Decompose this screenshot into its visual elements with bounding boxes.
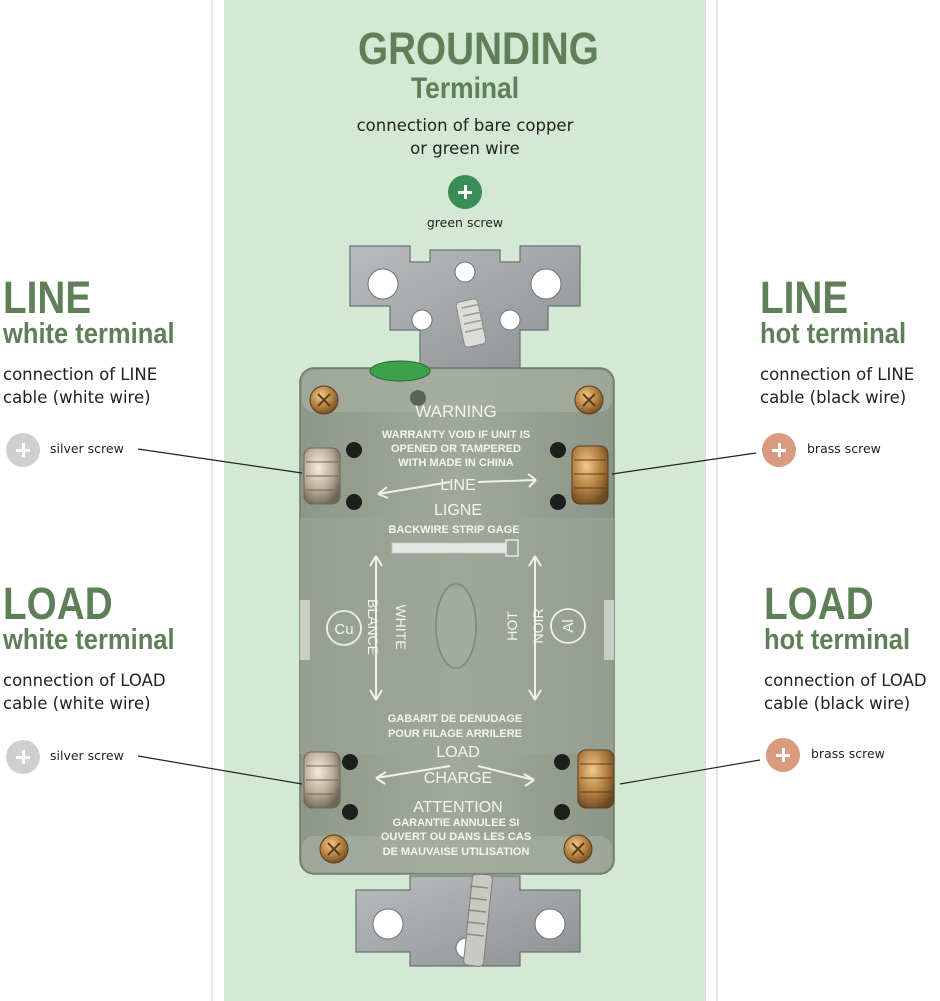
line-white-subtitle: white terminal — [3, 318, 175, 350]
line-fr-text: LIGNE — [434, 502, 482, 519]
warranty-text-2: OPENED OR TAMPERED — [391, 443, 521, 455]
grounding-description-2: or green wire — [410, 139, 520, 158]
strip-gage-text: BACKWIRE STRIP GAGE — [388, 524, 519, 536]
load-white-subtitle: white terminal — [3, 624, 175, 656]
green-screw-label: green screw — [426, 215, 504, 230]
attention-text-1: GARANTIE ANNULEE SI — [393, 817, 520, 829]
hot-text: HOT — [504, 611, 520, 641]
load-white-title: LOAD — [3, 578, 113, 629]
brass-screw-icon — [766, 738, 800, 772]
blanc-text: BLANCE — [365, 599, 381, 655]
line-hot-screw-label: brass screw — [807, 441, 881, 456]
gabarit-text-1: GABARIT DE DENUDAGE — [388, 713, 522, 725]
load-white-screw-label: silver screw — [50, 748, 124, 763]
silver-screw-icon — [6, 433, 40, 467]
line-hot-title: LINE — [760, 272, 849, 323]
left-guide-line — [211, 0, 213, 1001]
load-hot-screw-label: brass screw — [811, 746, 885, 761]
load-hot-subtitle: hot terminal — [764, 624, 911, 656]
al-text: Al — [560, 619, 577, 632]
line-hot-description-1: connection of LINE — [760, 365, 915, 384]
load-fr-text: CHARGE — [424, 770, 492, 787]
backwire-holes — [342, 442, 570, 820]
line-hot-brass-screw — [571, 445, 609, 505]
right-guide-line — [716, 0, 718, 1001]
center-slot — [435, 583, 477, 669]
attention-text-2: OUVERT OU DANS LES CAS — [381, 831, 531, 843]
noir-text: NOIR — [530, 609, 546, 644]
load-hot-brass-screw — [577, 749, 615, 809]
warranty-text-1: WARRANTY VOID IF UNIT IS — [382, 429, 530, 441]
green-screw-icon — [448, 175, 482, 209]
silver-screw-icon — [6, 740, 40, 774]
load-en-text: LOAD — [436, 744, 480, 761]
line-white-title: LINE — [3, 272, 92, 323]
load-white-silver-screw — [303, 751, 341, 809]
top-mounting-strap — [349, 245, 581, 371]
warranty-text-3: WITH MADE IN CHINA — [398, 457, 514, 469]
warning-text: WARNING — [415, 402, 497, 421]
attention-text-3: DE MAUVAISE UTILISATION — [383, 846, 530, 858]
cu-text: Cu — [334, 621, 353, 638]
green-ground-screw — [369, 360, 431, 382]
line-en-text: LINE — [440, 477, 476, 494]
load-white-description-2: cable (white wire) — [3, 694, 151, 713]
grounding-description-1: connection of bare copper — [356, 116, 574, 135]
grounding-title: GROUNDING — [358, 23, 599, 74]
al-symbol — [550, 608, 586, 644]
line-white-description-2: cable (white wire) — [3, 388, 151, 407]
cu-symbol — [326, 610, 362, 646]
load-hot-title: LOAD — [764, 578, 874, 629]
load-hot-description-2: cable (black wire) — [764, 694, 911, 713]
line-white-description-1: connection of LINE — [3, 365, 158, 384]
load-white-description-1: connection of LOAD — [3, 671, 166, 690]
line-white-screw-label: silver screw — [50, 441, 124, 456]
line-white-silver-screw — [303, 447, 341, 505]
attention-text: ATTENTION — [413, 799, 502, 816]
load-hot-description-1: connection of LOAD — [764, 671, 927, 690]
bottom-mounting-strap — [355, 873, 581, 967]
leader-lines — [137, 448, 761, 785]
line-hot-subtitle: hot terminal — [760, 318, 907, 350]
gabarit-text-2: POUR FILAGE ARRILERE — [388, 728, 522, 740]
line-hot-description-2: cable (black wire) — [760, 388, 907, 407]
grounding-subtitle: Terminal — [411, 72, 520, 105]
white-text: WHITE — [393, 604, 409, 649]
brass-screw-icon — [762, 433, 796, 467]
